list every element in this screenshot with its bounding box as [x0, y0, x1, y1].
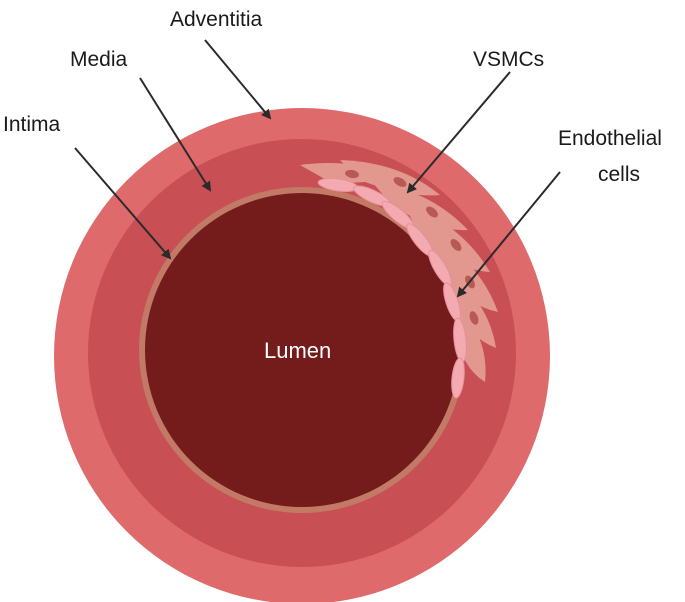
- vsmc-nucleus: [345, 169, 359, 179]
- lumen-label: Lumen: [264, 338, 331, 363]
- media-label: Media: [70, 48, 128, 71]
- endothelial-label-line2: cells: [598, 163, 640, 186]
- vsmc-nucleus: [426, 206, 438, 218]
- adventitia-label: Adventitia: [170, 8, 263, 31]
- endothelial-cells: [317, 177, 467, 399]
- endothelial-arrow: [456, 171, 561, 298]
- adventitia-arrow: [204, 39, 272, 120]
- vsmc-nucleus: [393, 177, 407, 187]
- vsmc-nuclei: [345, 169, 479, 325]
- endothelial-label-line1: Endothelial: [558, 127, 662, 150]
- vsmc-cell: [405, 205, 490, 272]
- intima-label: Intima: [3, 113, 61, 136]
- intima-arrow: [74, 147, 172, 260]
- vsmcs-arrow: [406, 71, 511, 194]
- vsmc-nucleus: [450, 239, 462, 251]
- lumen: [145, 193, 459, 507]
- media-arrow: [139, 77, 212, 192]
- vsmc-cell: [372, 182, 468, 231]
- vsmcs-label: VSMCs: [473, 48, 544, 71]
- pointer-arrows: [74, 39, 561, 298]
- endothelial-cell: [451, 357, 465, 399]
- vsmc-cell: [428, 235, 498, 312]
- vsmc-cell: [442, 268, 496, 348]
- vsmc-nucleus: [469, 311, 479, 325]
